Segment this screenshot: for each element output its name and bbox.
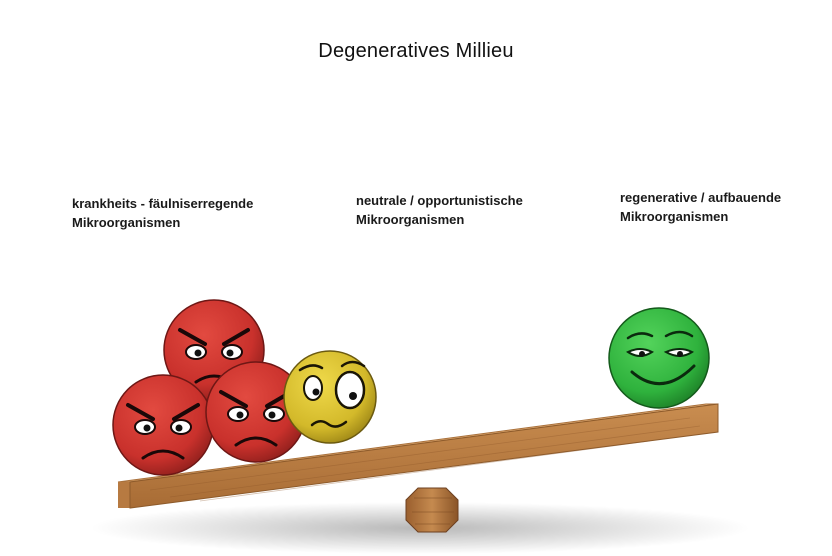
label-regenerative-microorganisms: regenerative / aufbauende Mikroorganisme…: [620, 188, 781, 226]
label-regenerative-line2: Mikroorganismen: [620, 209, 729, 224]
label-harmful-line2: Mikroorganismen: [72, 215, 181, 230]
angry-face-icon: [112, 374, 214, 476]
seesaw-plank: [117, 403, 719, 509]
seesaw-fulcrum: [405, 487, 459, 533]
diagram-title: Degeneratives Millieu: [318, 40, 514, 62]
label-harmful-line1: krankheits - fäulniserregende: [72, 196, 254, 211]
label-regenerative-line1: regenerative / aufbauende: [620, 190, 782, 205]
angry-face-icon: [205, 361, 307, 463]
label-neutral-microorganisms: neutrale / opportunistische Mikroorganis…: [356, 191, 523, 229]
label-neutral-line1: neutrale / opportunistische: [356, 193, 523, 208]
worried-face-icon: [283, 350, 377, 444]
label-harmful-microorganisms: krankheits - fäulniserregende Mikroorgan…: [72, 194, 253, 232]
label-neutral-line2: Mikroorganismen: [356, 212, 465, 227]
content-face-icon: [608, 307, 710, 409]
